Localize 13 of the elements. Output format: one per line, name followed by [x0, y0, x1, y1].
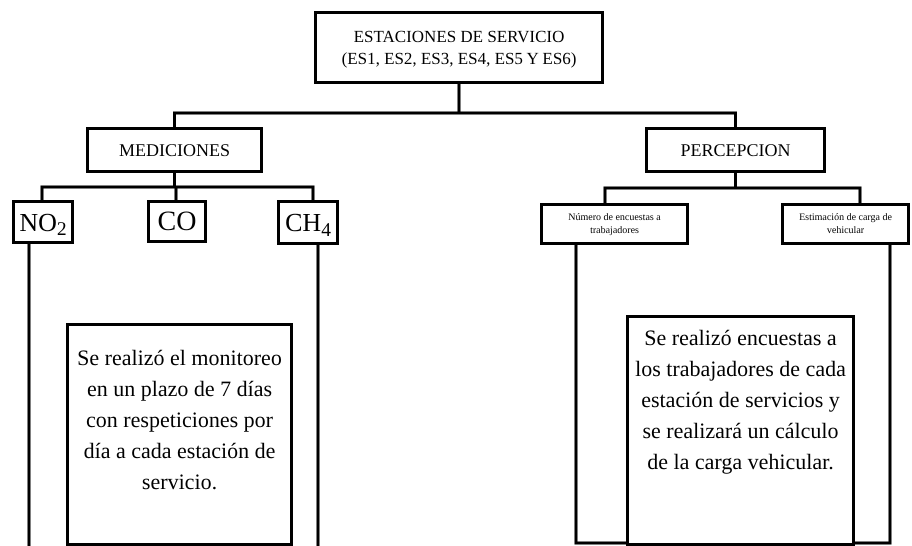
description-box: Se realizó encuestas a los trabajadores de cada estación de servicios y se realizará un cálculo de la carga vehicular. — [626, 315, 855, 546]
category-box: PERCEPCION — [645, 127, 826, 173]
description-box: Se realizó el monitoreo en un plazo de 7 días con respeticiones por día a cada estación de servicio. — [66, 323, 293, 546]
gas-box: CO — [147, 200, 207, 243]
connector-line — [28, 244, 30, 546]
category-box: MEDICIONES — [86, 127, 263, 173]
connector-line — [734, 173, 862, 203]
gas-box: CH$_{4}$ — [277, 200, 339, 245]
item-box: Estimación de carga de vehicular — [781, 203, 910, 245]
item-box: Número de encuestas a trabajadores — [540, 203, 689, 245]
connector-line — [316, 245, 320, 546]
gas-box: NO$_{2}$ — [12, 200, 74, 244]
root-box: ESTACIONES DE SERVICIO (ES1, ES2, ES3, ES4, ES5 Y ES6) — [314, 11, 604, 84]
